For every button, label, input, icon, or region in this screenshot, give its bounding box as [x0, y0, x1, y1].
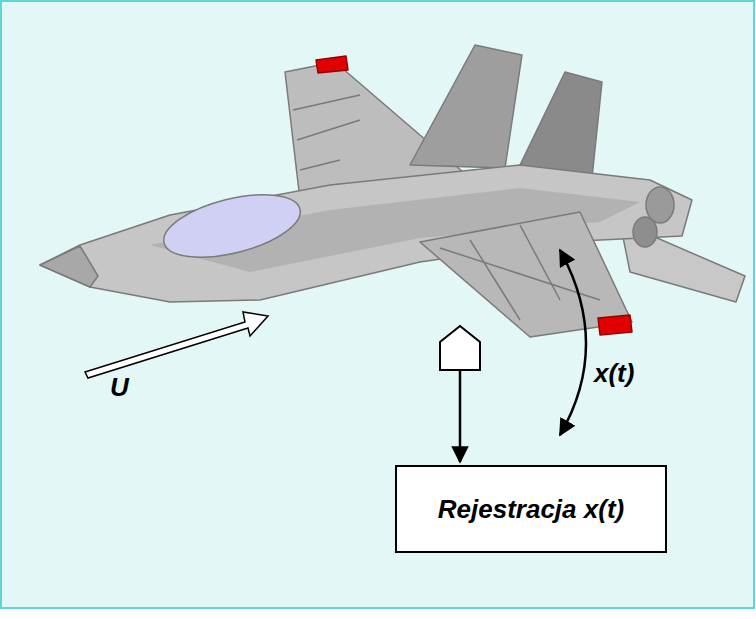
box-label: Rejestracja x(t)	[438, 494, 624, 525]
jet-aircraft	[40, 45, 745, 337]
process-box: Rejestracja x(t)	[395, 465, 667, 553]
deflection-label: x(t)	[594, 358, 634, 389]
velocity-label: U	[110, 372, 129, 403]
signal-line	[459, 370, 462, 462]
flow-arrow	[85, 312, 268, 378]
sensor-symbol	[440, 326, 480, 370]
background-panel	[1, 1, 754, 608]
deflection-arrow	[560, 250, 586, 435]
